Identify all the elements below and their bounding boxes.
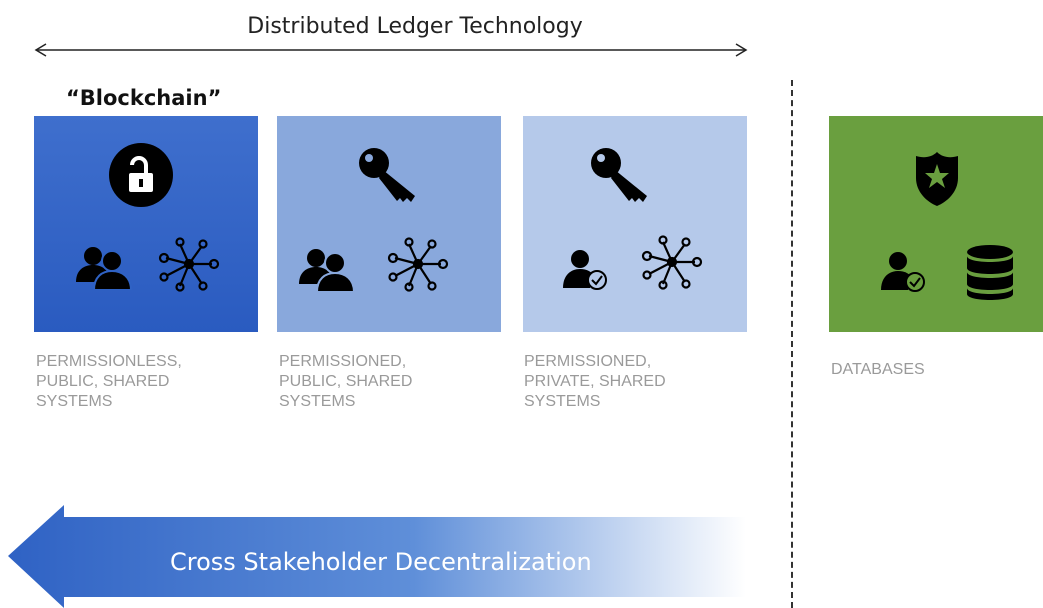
caption-databases: DATABASES bbox=[831, 361, 925, 378]
tile-permissioned-private bbox=[523, 116, 747, 332]
double-arrow-icon bbox=[34, 43, 748, 57]
dashed-divider bbox=[791, 80, 793, 608]
network-nodes-icon bbox=[158, 237, 220, 292]
caption-permissionless: PERMISSIONLESS, PUBLIC, SHARED SYSTEMS bbox=[36, 353, 182, 410]
tile-permissionless bbox=[34, 116, 258, 332]
left-arrow-icon bbox=[8, 505, 746, 608]
key-icon bbox=[591, 148, 647, 202]
verified-user-icon bbox=[881, 252, 925, 292]
key-icon bbox=[359, 148, 415, 202]
dlt-title: Distributed Ledger Technology bbox=[247, 14, 583, 39]
network-nodes-icon bbox=[641, 235, 703, 290]
caption-permissioned-private: PERMISSIONED, PRIVATE, SHARED SYSTEMS bbox=[524, 353, 666, 410]
police-badge-icon bbox=[916, 152, 958, 206]
tile-permissioned-public bbox=[277, 116, 501, 332]
users-group-icon bbox=[76, 247, 132, 290]
users-group-icon bbox=[299, 249, 355, 292]
tile-databases bbox=[829, 116, 1043, 332]
verified-user-icon bbox=[563, 250, 607, 290]
unlocked-padlock-icon bbox=[109, 143, 173, 207]
network-nodes-icon bbox=[387, 237, 449, 292]
database-icon bbox=[967, 245, 1013, 300]
blockchain-label: “Blockchain” bbox=[66, 86, 222, 110]
decentralization-label: Cross Stakeholder Decentralization bbox=[170, 548, 592, 576]
caption-permissioned-public: PERMISSIONED, PUBLIC, SHARED SYSTEMS bbox=[279, 353, 413, 410]
